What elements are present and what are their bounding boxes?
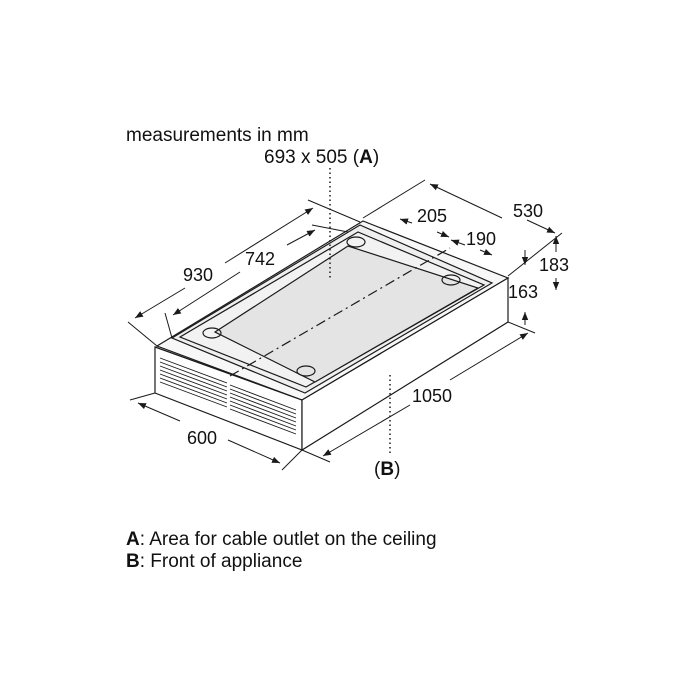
legend-item-a: A: Area for cable outlet on the ceiling — [126, 528, 437, 551]
dim-bracket-offset-2: 190 — [466, 229, 496, 249]
dim-length-overall: 930 — [183, 265, 213, 285]
units-note: measurements in mm — [126, 125, 309, 146]
area-a-label: 693 x 505 (A) — [264, 147, 379, 168]
legend-key: A — [126, 529, 140, 550]
legend-item-b: B: Front of appliance — [126, 550, 302, 573]
mounting-bracket-icon — [296, 365, 316, 377]
dim-bracket-offset-1: 205 — [417, 206, 447, 226]
legend-text: : Area for cable outlet on the ceiling — [139, 529, 437, 550]
dimension-lines — [127, 179, 563, 471]
appliance-body — [154, 220, 510, 452]
mounting-bracket-icon — [202, 327, 222, 339]
dim-height-total: 183 — [539, 255, 569, 275]
grille-slots — [159, 357, 297, 435]
center-line — [229, 247, 451, 377]
dim-width: 600 — [187, 428, 217, 448]
mounting-bracket-icon — [441, 274, 461, 286]
front-b-label: (B) — [374, 459, 400, 480]
dim-length: 1050 — [412, 386, 452, 406]
mounting-bracket-icon — [346, 236, 366, 248]
legend-key: B — [126, 551, 140, 572]
top-panel — [213, 245, 480, 383]
dim-depth-total: 530 — [513, 201, 543, 221]
dim-height-body: 163 — [508, 282, 538, 302]
dim-length-brackets: 742 — [245, 249, 275, 269]
legend-text: : Front of appliance — [139, 551, 303, 572]
